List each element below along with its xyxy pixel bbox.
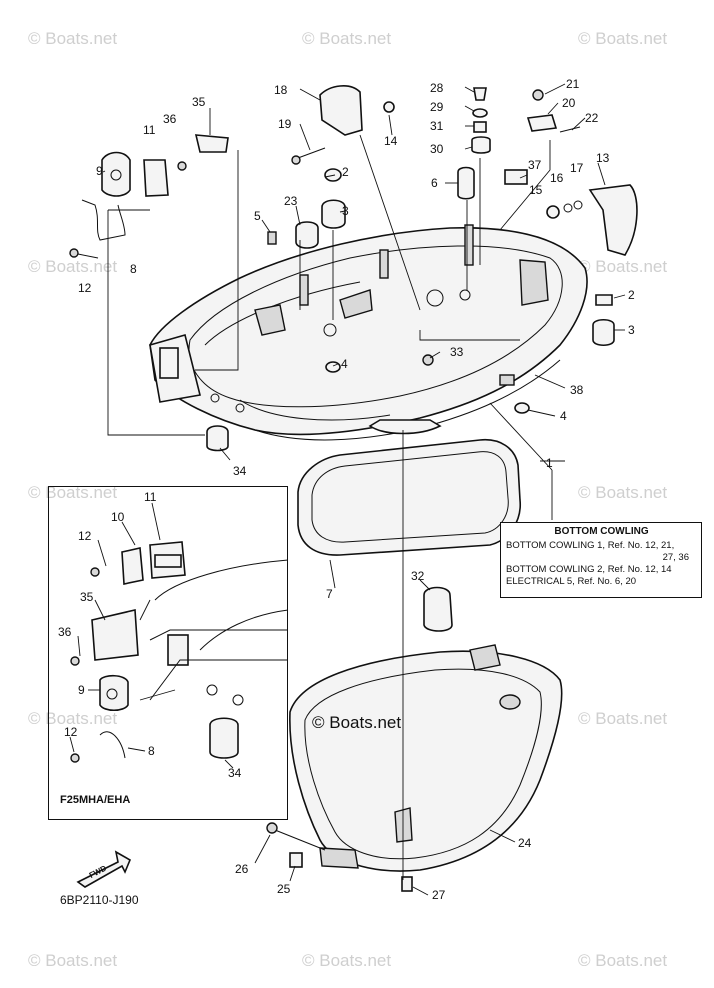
- watermark: © Boats.net: [578, 709, 667, 728]
- callout-38: 38: [570, 383, 584, 397]
- leader-lines: [107, 134, 565, 880]
- callout-12: 12: [64, 725, 78, 739]
- part-28: [473, 87, 487, 101]
- callout-20: 20: [562, 96, 576, 110]
- watermark: © Boats.net: [578, 951, 667, 970]
- callout-18: 18: [274, 83, 288, 97]
- callout-32: 32: [411, 569, 425, 583]
- callout-9: 9: [96, 164, 103, 178]
- part-18: [319, 85, 363, 136]
- callout-34: 34: [228, 766, 242, 780]
- callout-11: 11: [143, 123, 156, 137]
- callout-35: 35: [80, 590, 94, 604]
- part-9: [101, 151, 131, 197]
- watermark: © Boats.net: [302, 29, 391, 48]
- callout-21: 21: [566, 77, 580, 91]
- callout-36: 36: [163, 112, 177, 126]
- callout-33: 33: [450, 345, 464, 359]
- callout-10: 10: [111, 510, 125, 524]
- fwd-arrow-icon: FWD: [76, 850, 132, 888]
- watermark: © Boats.net: [578, 257, 667, 276]
- part-20: [526, 114, 558, 132]
- part-13: [588, 184, 638, 256]
- legend-row: BOTTOM COWLING 1, Ref. No. 12, 21,: [506, 540, 675, 551]
- callout-30: 30: [430, 142, 444, 156]
- bottom-cowling-lower: © Boats.net: [289, 644, 563, 872]
- watermark: © Boats.net: [28, 951, 117, 970]
- watermark: © Boats.net: [28, 483, 117, 502]
- bottom-cowling-upper: [149, 224, 588, 441]
- part-35: [194, 134, 229, 153]
- watermark: © Boats.net: [28, 709, 117, 728]
- watermark: © Boats.net: [578, 29, 667, 48]
- part-27: [401, 876, 413, 892]
- callout-28: 28: [430, 81, 444, 95]
- callout-3: 3: [628, 323, 635, 337]
- part-32: [423, 586, 453, 632]
- part-2b: [595, 294, 613, 306]
- callout-8: 8: [130, 262, 137, 276]
- callout-16: 16: [550, 171, 564, 185]
- diagram-code: 6BP2110-J190: [60, 893, 139, 907]
- callout-14: 14: [384, 134, 398, 148]
- callout-4: 4: [560, 409, 567, 423]
- callout-27: 27: [432, 888, 446, 902]
- callout-8: 8: [148, 744, 155, 758]
- inset-drawing: [69, 502, 289, 769]
- legend-row: BOTTOM COWLING 2, Ref. No. 12, 14: [506, 564, 672, 575]
- part-3: [321, 199, 346, 229]
- legend-row-continued: 27, 36: [662, 552, 689, 563]
- callout-37: 37: [528, 158, 542, 172]
- callout-22: 22: [585, 111, 599, 125]
- callout-29: 29: [430, 100, 444, 114]
- legend-title: BOTTOM COWLING: [554, 526, 649, 537]
- callout-5: 5: [254, 209, 261, 223]
- callout-3: 3: [342, 204, 349, 218]
- part-8: [81, 199, 126, 241]
- part-30: [471, 136, 491, 154]
- callout-lines: [77, 83, 626, 896]
- legend-box: BOTTOM COWLING BOTTOM COWLING 1, Ref. No…: [500, 522, 702, 598]
- gasket-part-7: [297, 439, 521, 556]
- part-11: [143, 159, 169, 197]
- callout-19: 19: [278, 117, 292, 131]
- callout-1: 1: [546, 456, 553, 470]
- callout-36: 36: [58, 625, 72, 639]
- part-3b: [592, 318, 615, 347]
- callout-11: 11: [144, 490, 157, 504]
- callout-23: 23: [284, 194, 298, 208]
- part-6: [457, 166, 475, 200]
- callout-13: 13: [596, 151, 610, 165]
- inset-variant-box: [48, 486, 288, 820]
- small-parts: [69, 85, 638, 892]
- legend-row: ELECTRICAL 5, Ref. No. 6, 20: [506, 576, 637, 587]
- embedded-watermark: © Boats.net: [312, 713, 401, 732]
- callout-34: 34: [233, 464, 247, 478]
- callout-labels: 1 2 2 3 3 4 4 5 6 7 8 8 9 9 10 11 11 12 …: [58, 77, 635, 902]
- callout-6: 6: [431, 176, 438, 190]
- callout-12: 12: [78, 281, 92, 295]
- callout-9: 9: [78, 683, 85, 697]
- callout-7: 7: [326, 587, 333, 601]
- part-25: [289, 852, 303, 868]
- callout-26: 26: [235, 862, 249, 876]
- watermark: © Boats.net: [302, 951, 391, 970]
- part-23: [295, 221, 319, 249]
- inset-label: F25MHA/EHA: [60, 794, 131, 806]
- callout-4: 4: [341, 357, 348, 371]
- callout-24: 24: [518, 836, 532, 850]
- watermark: © Boats.net: [28, 257, 117, 276]
- callout-25: 25: [277, 882, 291, 896]
- callout-30: 31: [430, 119, 444, 133]
- watermark: © Boats.net: [28, 29, 117, 48]
- callout-12: 12: [78, 529, 92, 543]
- callout-2: 2: [342, 165, 349, 179]
- callout-35: 35: [192, 95, 206, 109]
- watermark: © Boats.net: [578, 483, 667, 502]
- callout-2: 2: [628, 288, 635, 302]
- callout-17: 17: [570, 161, 584, 175]
- part-34: [206, 425, 229, 452]
- callout-15: 15: [529, 183, 543, 197]
